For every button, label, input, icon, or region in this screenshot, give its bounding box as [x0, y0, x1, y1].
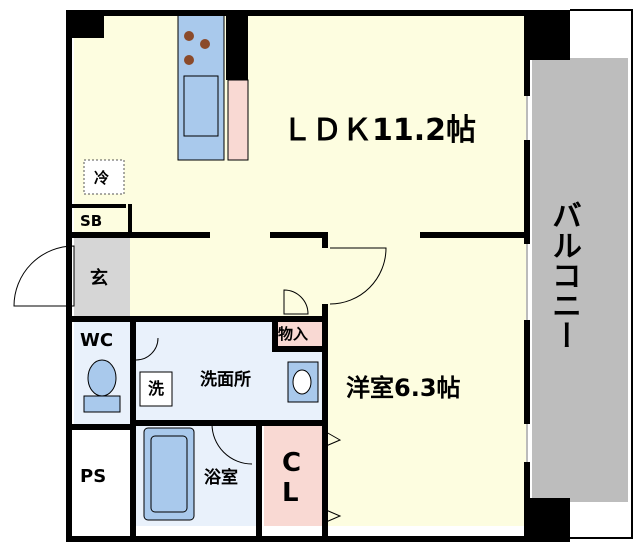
stove-burner-icon [200, 39, 210, 49]
bathtub-inner [150, 435, 188, 513]
stove-burner-icon [184, 55, 194, 65]
entrance-floor [74, 236, 130, 316]
wc-label: WC [80, 330, 114, 351]
closet-label-l: L [282, 478, 299, 508]
balcony [532, 58, 628, 502]
refrigerator-label: 冷 [94, 169, 110, 187]
western-room-label: 洋室6.3帖 [346, 374, 461, 402]
ldk-floor [74, 14, 526, 236]
kitchen-cabinet [227, 79, 249, 161]
ps-floor [74, 430, 130, 526]
storage-floor [276, 322, 322, 346]
shoe-box-label: SB [80, 212, 103, 230]
closet-floor [264, 424, 324, 526]
storage-label: 物入 [278, 325, 309, 343]
balcony-label: バルコニー [546, 200, 581, 350]
hallway-floor [130, 236, 326, 316]
closet-label-c: C [282, 448, 302, 478]
stove-burner-icon [184, 31, 194, 41]
ldk-label: ＬＤＫ11.2帖 [282, 113, 477, 148]
entrance-door [13, 245, 75, 307]
balcony-rail [570, 9, 633, 539]
bathroom-door [211, 423, 253, 465]
washroom-label: 洗面所 [200, 370, 251, 390]
wc-door [135, 337, 159, 361]
ps-label: PS [80, 466, 107, 487]
washer-space [139, 371, 173, 407]
storage-door [283, 289, 309, 315]
ldk-door [329, 247, 387, 305]
bathroom-label: 浴室 [204, 468, 238, 488]
toilet-tank [83, 395, 121, 413]
entrance-label: 玄 [90, 268, 108, 289]
closet-door [325, 431, 342, 523]
washer-label: 洗 [148, 379, 165, 398]
toilet-bowl [87, 359, 117, 397]
walls [66, 10, 570, 542]
washbasin-bowl [292, 369, 312, 395]
fridge-space [83, 159, 125, 195]
kitchen-sink [183, 75, 219, 137]
western-room-floor [326, 236, 526, 526]
